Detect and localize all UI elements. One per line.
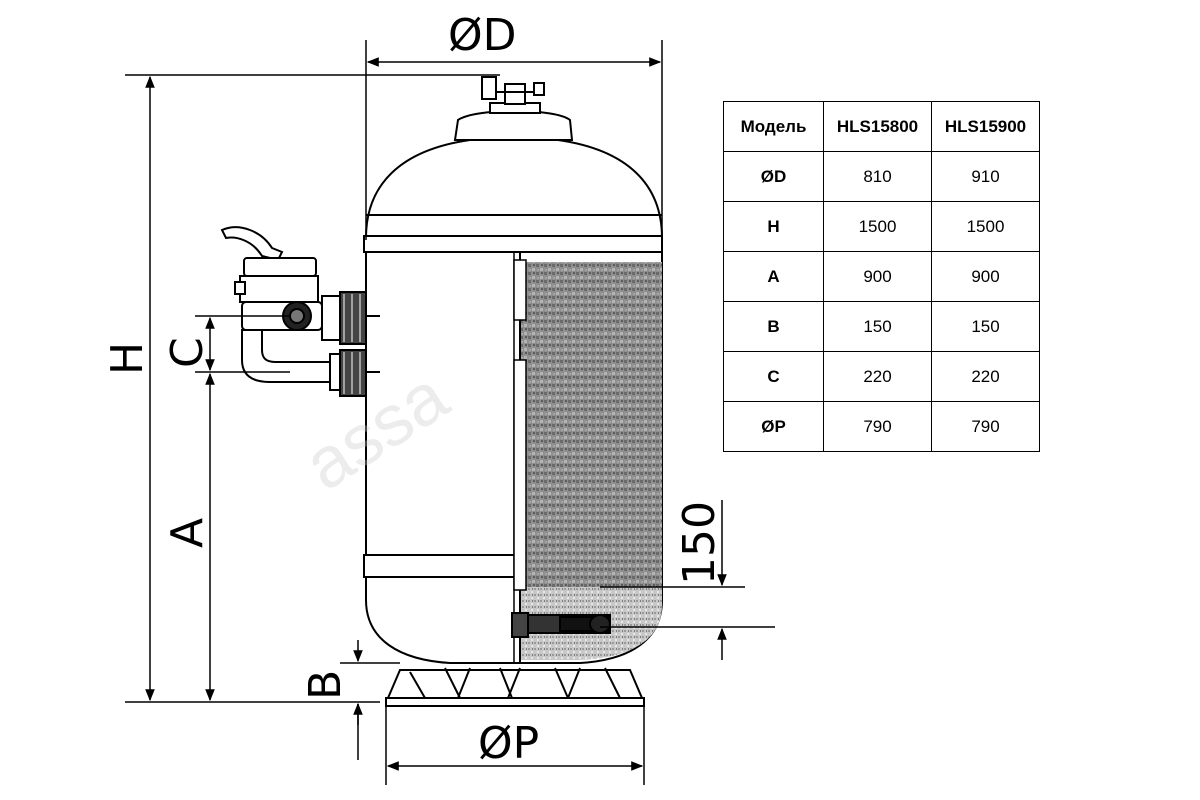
table-cell: 220 xyxy=(931,351,1040,402)
table-row: ØD 810 910 xyxy=(723,151,1040,202)
row-label: ØP xyxy=(723,401,824,452)
table-row: C 220 220 xyxy=(723,351,1040,402)
header-hls15900: HLS15900 xyxy=(931,101,1040,152)
valve-handle xyxy=(220,226,284,262)
table-cell: 790 xyxy=(823,401,932,452)
table-row: ØP 790 790 xyxy=(723,401,1040,452)
table-cell: 150 xyxy=(823,301,932,352)
row-label: H xyxy=(723,201,824,252)
row-label: A xyxy=(723,251,824,302)
lateral-collector xyxy=(511,612,611,638)
row-label: ØD xyxy=(723,151,824,202)
dimension-lines xyxy=(125,40,775,785)
table-cell: 900 xyxy=(823,251,932,302)
table-cell: 150 xyxy=(931,301,1040,352)
tank-top-collar xyxy=(363,235,663,253)
table-cell: 900 xyxy=(931,251,1040,302)
filter-media-cutaway xyxy=(511,252,662,663)
label-dim-c: C xyxy=(162,337,213,368)
table-cell: 1500 xyxy=(931,201,1040,252)
table-cell: 910 xyxy=(931,151,1040,202)
table-header-row: Модель HLS15800 HLS15900 xyxy=(723,101,1040,152)
table-row: A 900 900 xyxy=(723,251,1040,302)
label-dim-150: 150 xyxy=(674,501,725,585)
air-valve xyxy=(504,83,526,105)
multiport-valve xyxy=(220,226,380,397)
label-diameter-d: ØD xyxy=(448,10,517,61)
spec-table: Модель HLS15800 HLS15900 ØD 810 910 H 15… xyxy=(723,101,1040,452)
base-stand xyxy=(385,667,645,707)
table-row: B 150 150 xyxy=(723,301,1040,352)
table-row: H 1500 1500 xyxy=(723,201,1040,252)
label-height-h: H xyxy=(102,342,153,375)
label-dim-a: A xyxy=(162,518,213,548)
label-diameter-p: ØP xyxy=(478,718,539,769)
header-model: Модель xyxy=(723,101,824,152)
header-hls15800: HLS15800 xyxy=(823,101,932,152)
sand-layer xyxy=(520,262,662,587)
row-label: B xyxy=(723,301,824,352)
row-label: C xyxy=(723,351,824,402)
table-cell: 220 xyxy=(823,351,932,402)
tank-top-dome xyxy=(364,139,664,239)
table-cell: 790 xyxy=(931,401,1040,452)
tank-top-cap xyxy=(453,110,574,141)
table-cell: 1500 xyxy=(823,201,932,252)
label-dim-b: B xyxy=(300,670,351,700)
table-cell: 810 xyxy=(823,151,932,202)
